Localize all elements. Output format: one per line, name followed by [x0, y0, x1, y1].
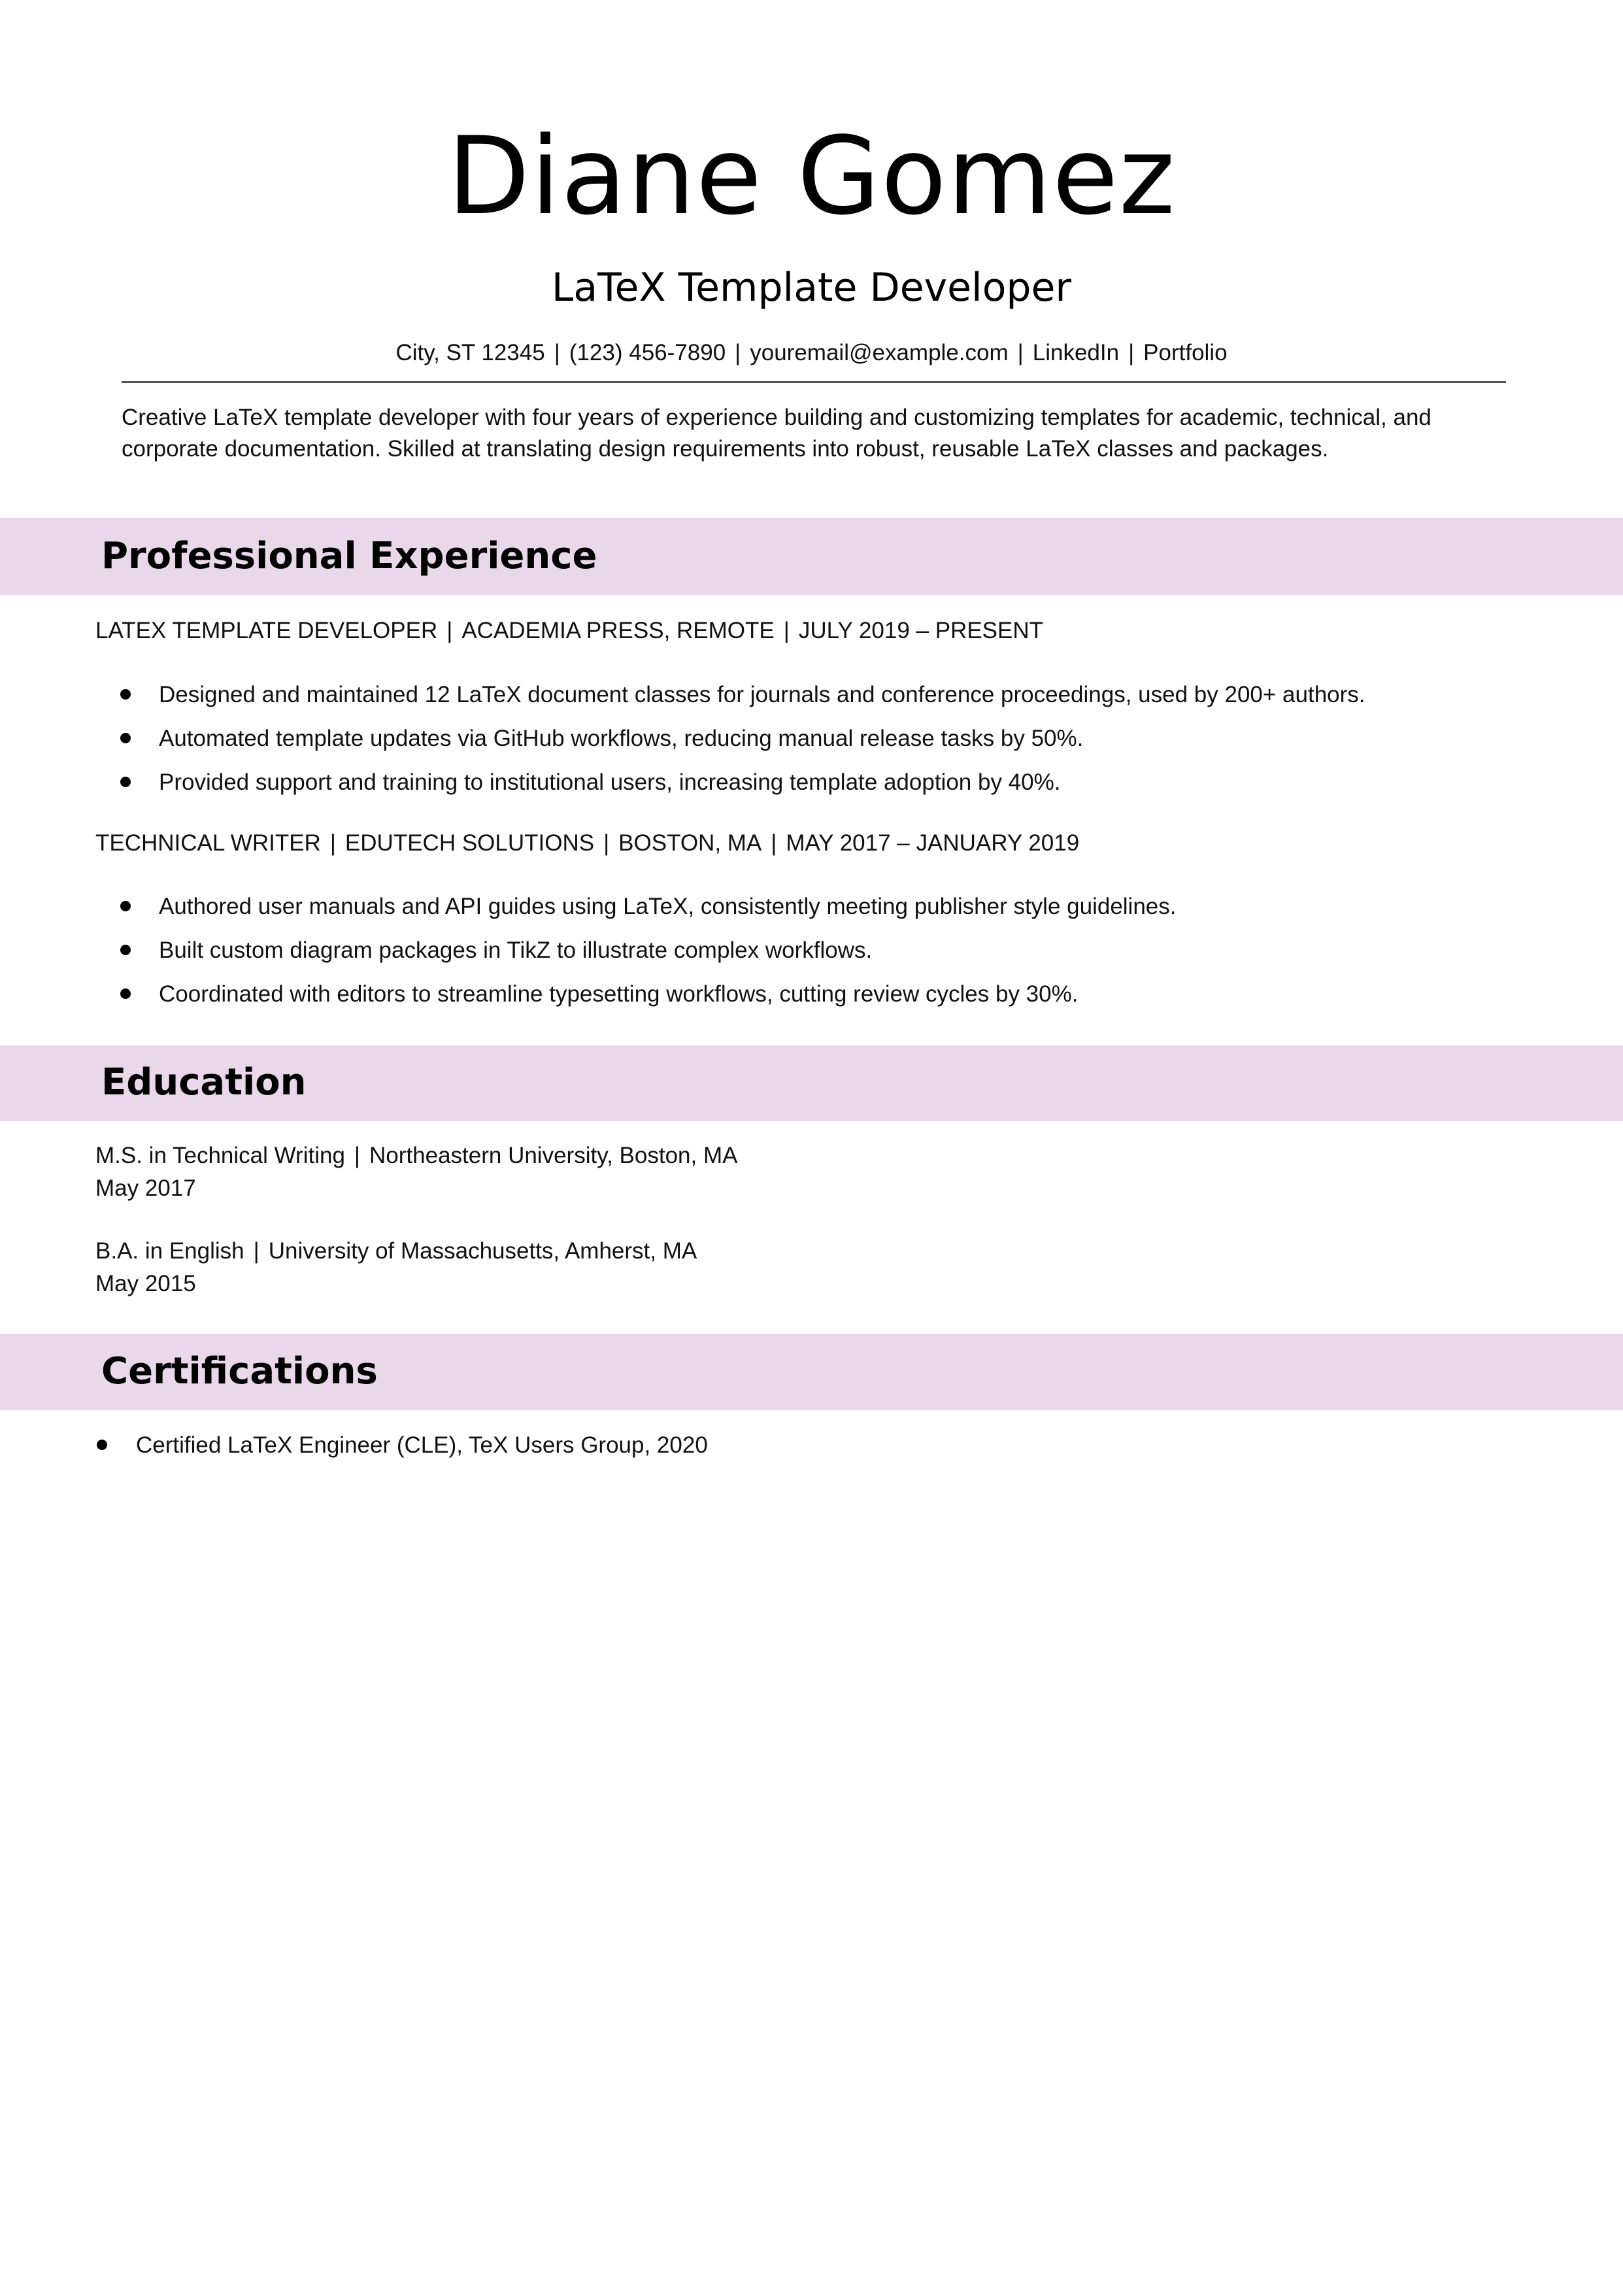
education-school: University of Massachusetts, Amherst, MA — [268, 1238, 697, 1264]
education-degree-line: B.A. in English | University of Massachuse… — [95, 1235, 697, 1268]
bullet-text: Designed and maintained 12 LaTeX documen… — [159, 682, 1365, 707]
section-band-education: Education — [0, 1045, 1623, 1121]
certification-list: Certified LaTeX Engineer (CLE), TeX User… — [0, 1430, 708, 1474]
job-separator: | — [329, 830, 336, 856]
list-item: Authored user manuals and API guides usi… — [0, 891, 1177, 935]
list-item: Built custom diagram packages in TikZ to… — [0, 935, 1177, 979]
section-heading-certifications: Certifications — [101, 1350, 378, 1393]
list-item: Automated template updates via GitHub wo… — [0, 723, 1365, 767]
section-heading-experience: Professional Experience — [101, 535, 597, 577]
bullet-icon — [120, 945, 131, 955]
contact-line: City, ST 12345 | (123) 456-7890 | youremail@… — [0, 337, 1623, 369]
section-heading-education: Education — [101, 1061, 307, 1104]
contact-email[interactable]: youremail@example.com — [750, 340, 1009, 365]
bullet-text: Authored user manuals and API guides usi… — [159, 894, 1177, 919]
bullet-text: Automated template updates via GitHub wo… — [159, 726, 1084, 751]
contact-separator: | — [735, 340, 741, 365]
contact-separator: | — [1017, 340, 1024, 365]
education-entry: B.A. in English | University of Massachuse… — [95, 1235, 697, 1300]
job-bullet-list: Authored user manuals and API guides usi… — [0, 891, 1177, 1022]
summary-paragraph: Creative LaTeX template developer with f… — [122, 405, 1431, 462]
bullet-icon — [120, 901, 131, 911]
linkedin-link[interactable]: LinkedIn — [1032, 340, 1120, 365]
job-separator: | — [446, 618, 453, 643]
education-separator: | — [354, 1143, 361, 1168]
bullet-icon — [97, 1440, 107, 1450]
candidate-title: LaTeX Template Developer — [551, 265, 1072, 311]
bullet-icon — [120, 689, 131, 700]
contact-phone: (123) 456-7890 — [569, 340, 726, 365]
candidate-name: Diane Gomez — [447, 114, 1176, 239]
bullet-text: Built custom diagram packages in TikZ to… — [159, 937, 873, 963]
bullet-text: Provided support and training to institu… — [159, 769, 1061, 795]
education-date: May 2017 — [95, 1175, 196, 1201]
education-entry: M.S. in Technical Writing | Northeastern U… — [95, 1140, 737, 1205]
job-company: ACADEMIA PRESS, REMOTE — [461, 618, 775, 643]
education-degree: M.S. in Technical Writing — [95, 1143, 345, 1168]
job-dates: JULY 2019 – PRESENT — [798, 618, 1044, 643]
education-separator: | — [253, 1238, 259, 1264]
job-heading: TECHNICAL WRITER | EDUTECH SOLUTIONS | BOSTO… — [95, 828, 1079, 859]
certification-text: Certified LaTeX Engineer (CLE), TeX User… — [136, 1432, 708, 1458]
job-dates: MAY 2017 – JANUARY 2019 — [786, 830, 1080, 856]
section-band-certifications: Certifications — [0, 1334, 1623, 1410]
job-heading: LATEX TEMPLATE DEVELOPER | ACADEMIA PRESS,… — [95, 615, 1043, 647]
header-divider — [122, 381, 1506, 383]
job-role: LATEX TEMPLATE DEVELOPER — [95, 618, 438, 643]
education-degree: B.A. in English — [95, 1238, 244, 1264]
bullet-text: Coordinated with editors to streamline t… — [159, 981, 1079, 1007]
bullet-icon — [120, 988, 131, 999]
job-company: EDUTECH SOLUTIONS — [344, 830, 595, 856]
bullet-icon — [120, 733, 131, 743]
list-item: Coordinated with editors to streamline t… — [0, 979, 1177, 1022]
job-separator: | — [771, 830, 777, 856]
education-date: May 2015 — [95, 1271, 196, 1296]
list-item: Designed and maintained 12 LaTeX documen… — [0, 679, 1365, 723]
job-separator: | — [783, 618, 790, 643]
job-role: TECHNICAL WRITER — [95, 830, 321, 856]
job-location: BOSTON, MA — [618, 830, 762, 856]
education-school: Northeastern University, Boston, MA — [369, 1143, 738, 1168]
contact-separator: | — [554, 340, 560, 365]
portfolio-link[interactable]: Portfolio — [1143, 340, 1228, 365]
job-separator: | — [603, 830, 610, 856]
list-item: Provided support and training to institu… — [0, 767, 1365, 811]
job-bullet-list: Designed and maintained 12 LaTeX documen… — [0, 679, 1365, 811]
contact-location: City, ST 12345 — [395, 340, 545, 365]
contact-separator: | — [1128, 340, 1135, 365]
education-degree-line: M.S. in Technical Writing | Northeastern U… — [95, 1140, 737, 1172]
section-band-experience: Professional Experience — [0, 518, 1623, 595]
bullet-icon — [120, 777, 131, 787]
list-item: Certified LaTeX Engineer (CLE), TeX User… — [0, 1430, 708, 1474]
